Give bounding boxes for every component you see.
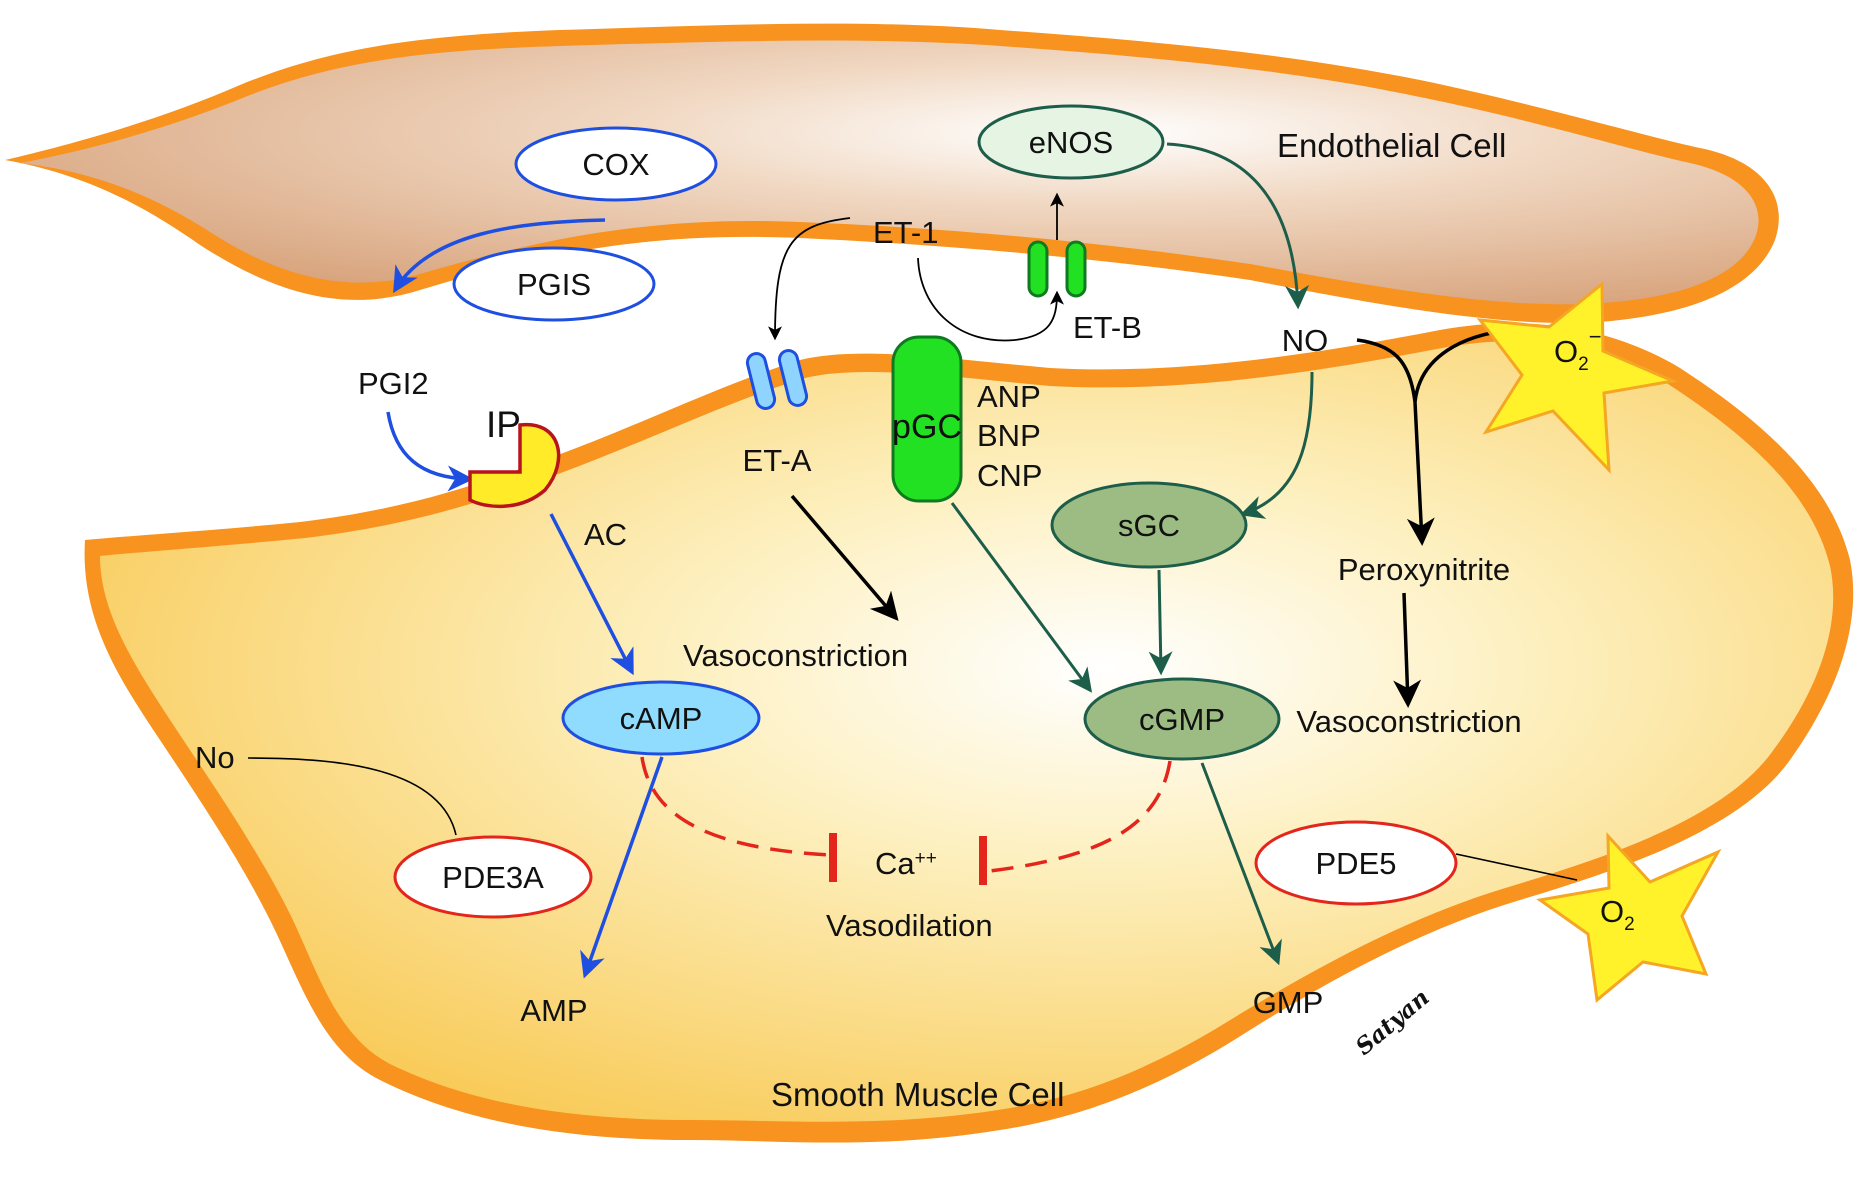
oxygen-label: O2: [1600, 894, 1635, 935]
peroxynitrite-to-vasoconstriction-arrow: [1393, 592, 1422, 708]
cox-label: COX: [582, 147, 650, 182]
superoxide-superscript: −: [1589, 324, 1602, 349]
calcium-inhibition: Ca++ Vasodilation: [640, 756, 1172, 943]
no-inhibitor-label: No: [195, 740, 235, 775]
pde5-label: PDE5: [1316, 846, 1397, 881]
vasodilation-label: Vasodilation: [826, 908, 993, 943]
o2-to-pde5-line: [1455, 853, 1578, 881]
pgc-receptor: [891, 335, 963, 503]
no-cgmp-pathway: eNOS NO pGC ANP BNP CNP sGC cGMP GMP PDE…: [891, 104, 1578, 1020]
oxygen-star-icon: [1536, 832, 1722, 1003]
pde5-enzyme: [1254, 820, 1458, 906]
pgi2-to-ip-arrow: [386, 411, 474, 492]
pde3a-label: PDE3A: [442, 860, 544, 895]
peroxynitrite-label: Peroxynitrite: [1338, 552, 1510, 587]
ip-label: IP: [486, 404, 521, 445]
cgmp-node: [1083, 677, 1281, 761]
endothelial-cell: [5, 23, 1779, 323]
oxygen-star: O2: [1536, 832, 1722, 1003]
ip-to-camp-arrow: [549, 513, 634, 676]
prostacyclin-pathway: COX PGIS PGI2 IP AC cAMP AMP PDE3A No: [195, 126, 761, 1028]
etb-receptor-left: [1027, 240, 1049, 298]
etb-label: ET-B: [1073, 310, 1142, 345]
smooth-muscle-cell-body: [100, 341, 1834, 1122]
superoxide-star: O2−: [1476, 280, 1679, 475]
pgc-label: pGC: [892, 408, 962, 446]
endothelial-cell-title: Endothelial Cell: [1277, 127, 1506, 164]
sgc-to-cgmp-arrow: [1148, 569, 1173, 676]
etb-receptor-right: [1065, 240, 1087, 298]
pgc-to-cgmp-arrow: [950, 502, 1093, 693]
pde3a-enzyme: [393, 835, 593, 919]
eta-receptor-left: [745, 352, 777, 410]
superoxide-subscript: 2: [1578, 354, 1589, 375]
superoxide-label: O2−: [1554, 324, 1602, 375]
camp-to-amp-arrow: [580, 756, 664, 979]
cgmp-to-gmp-arrow: [1200, 762, 1282, 966]
no-to-pde3a-line: [247, 757, 457, 836]
bnp-label: BNP: [977, 418, 1041, 453]
camp-inhibition-dashed: [640, 756, 831, 857]
cnp-label: CNP: [977, 458, 1042, 493]
enos-enzyme: [977, 104, 1165, 180]
eta-to-vasoconstriction-arrow: [790, 494, 899, 622]
sgc-label: sGC: [1118, 508, 1180, 543]
ac-label: AC: [584, 517, 627, 552]
pgis-label: PGIS: [517, 267, 591, 302]
endothelial-cell-body: [20, 40, 1759, 305]
camp-label: cAMP: [620, 701, 703, 736]
no-to-sgc-arrow: [1239, 371, 1314, 519]
smooth-muscle-cell-title: Smooth Muscle Cell: [771, 1076, 1064, 1113]
sgc-node: [1050, 481, 1248, 569]
et1-to-etb-arrow: [917, 257, 1064, 342]
no-label: NO: [1282, 323, 1329, 358]
ca-superscript: ++: [915, 848, 937, 869]
pgi2-label: PGI2: [358, 366, 429, 401]
ip-receptor-shape: [468, 422, 561, 509]
cgmp-inhibition-dashed: [989, 760, 1172, 873]
pgis-enzyme: [452, 246, 656, 322]
et1-to-eta-arrow: [768, 217, 851, 341]
vasoconstriction-peroxy-label: Vasoconstriction: [1296, 704, 1521, 739]
artist-signature: Satyan: [1351, 984, 1435, 1061]
cgmp-label: cGMP: [1139, 702, 1225, 737]
camp-node: [561, 680, 761, 756]
cox-enzyme: [514, 126, 718, 202]
eta-label: ET-A: [743, 443, 812, 478]
enos-to-no-arrow: [1166, 142, 1310, 310]
merge-to-peroxynitrite-arrow: [1406, 401, 1435, 546]
vasoconstriction-eta-label: Vasoconstriction: [683, 638, 908, 673]
eta-receptor-right: [777, 349, 809, 407]
gmp-label: GMP: [1253, 985, 1324, 1020]
enos-label: eNOS: [1029, 125, 1113, 160]
et1-label: ET-1: [873, 215, 938, 250]
amp-label: AMP: [520, 993, 587, 1028]
superoxide-star-icon: [1476, 280, 1679, 475]
endothelin-pathway: ET-1 ET-A Vasoconstriction ET-B: [683, 192, 1142, 673]
ca-label: Ca++: [875, 846, 937, 881]
anp-label: ANP: [977, 379, 1041, 414]
oxygen-subscript: 2: [1624, 914, 1635, 935]
cox-to-pgi2-arrow: [393, 218, 606, 294]
